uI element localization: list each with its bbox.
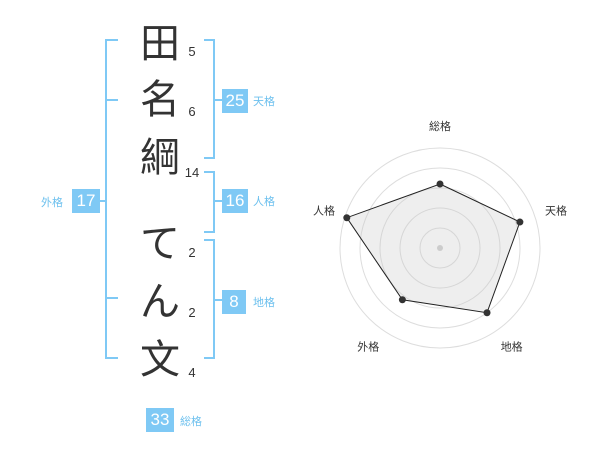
radar-point <box>516 218 524 226</box>
radar-axis-label: 地格 <box>501 340 523 354</box>
stroke-count-2: 6 <box>188 104 196 119</box>
name-char-3: 綱 <box>140 135 180 181</box>
gaikaku-label: 外格 <box>41 196 63 209</box>
chikaku-label: 地格 <box>253 296 275 309</box>
radar-ring <box>419 227 461 269</box>
stroke-count-1: 5 <box>188 44 196 59</box>
jinkaku-label: 人格 <box>253 195 275 208</box>
chikaku-score: 8 <box>222 290 246 314</box>
stroke-count-4: 2 <box>188 245 196 260</box>
radar-point <box>398 296 406 304</box>
name-char-6: 文 <box>140 337 180 383</box>
soukaku-label: 総格 <box>180 415 202 428</box>
radar-axis-label: 総格 <box>429 119 451 133</box>
name-char-1: 田 <box>140 21 180 67</box>
jinkaku-score: 16 <box>222 189 248 213</box>
radar-ring <box>379 187 501 309</box>
radar-point <box>343 214 351 222</box>
tenkaku-score: 25 <box>222 89 248 113</box>
radar-axis-label: 外格 <box>357 340 379 354</box>
name-char-4: て <box>140 221 180 267</box>
radar-ring <box>359 167 521 329</box>
radar-point <box>436 180 444 188</box>
name-char-5: ん <box>140 279 180 325</box>
radar-point <box>483 309 491 317</box>
radar-data-polygon <box>346 183 521 314</box>
radar-axis-label: 人格 <box>313 203 335 217</box>
stroke-count-6: 4 <box>188 365 196 380</box>
stroke-count-5: 2 <box>188 305 196 320</box>
tenkaku-label: 天格 <box>253 95 275 108</box>
radar-ring <box>399 207 481 289</box>
stroke-count-3: 14 <box>184 165 200 180</box>
radar-axis-label: 天格 <box>545 203 567 217</box>
radar-center-dot <box>437 245 443 251</box>
name-char-2: 名 <box>140 77 180 123</box>
soukaku-score: 33 <box>146 408 174 432</box>
gaikaku-score: 17 <box>72 189 100 213</box>
